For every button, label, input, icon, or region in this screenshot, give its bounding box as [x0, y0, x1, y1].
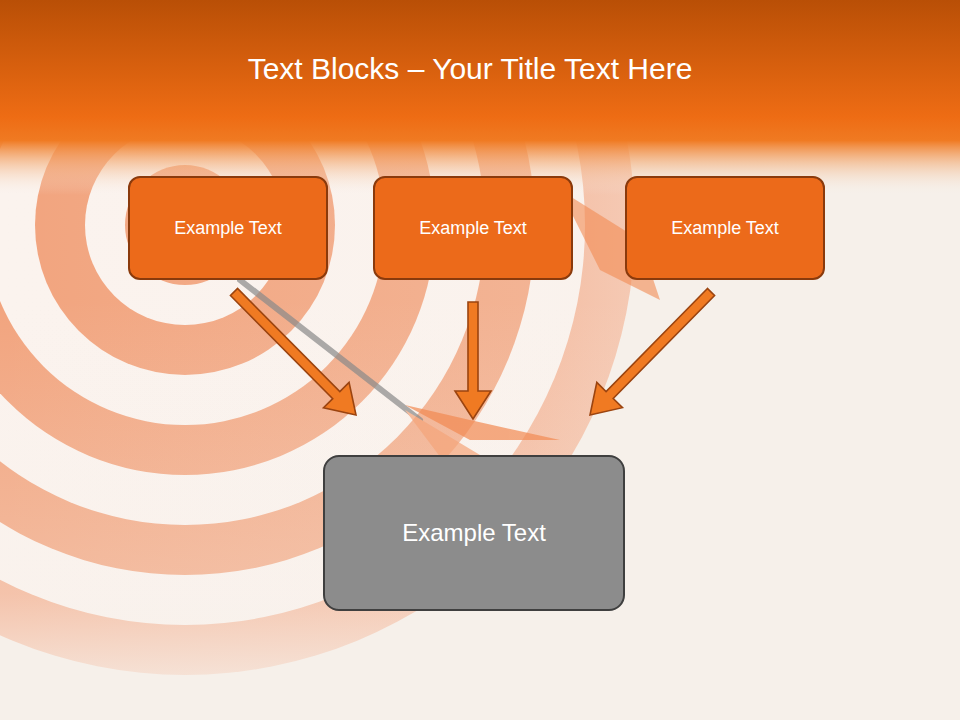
block-arrow: [230, 288, 356, 415]
block-text: Example Text: [419, 218, 527, 239]
header-band: [0, 0, 960, 195]
block-arrow: [590, 288, 715, 415]
text-block: Example Text: [625, 176, 825, 280]
text-block: Example Text: [373, 176, 573, 280]
dart: [240, 280, 560, 470]
text-block: Example Text: [128, 176, 328, 280]
slide-title: Text Blocks – Your Title Text Here: [0, 52, 940, 86]
result-block: Example Text: [323, 455, 625, 611]
block-text: Example Text: [174, 218, 282, 239]
block-arrow: [455, 302, 491, 419]
block-text: Example Text: [402, 519, 546, 547]
block-text: Example Text: [671, 218, 779, 239]
